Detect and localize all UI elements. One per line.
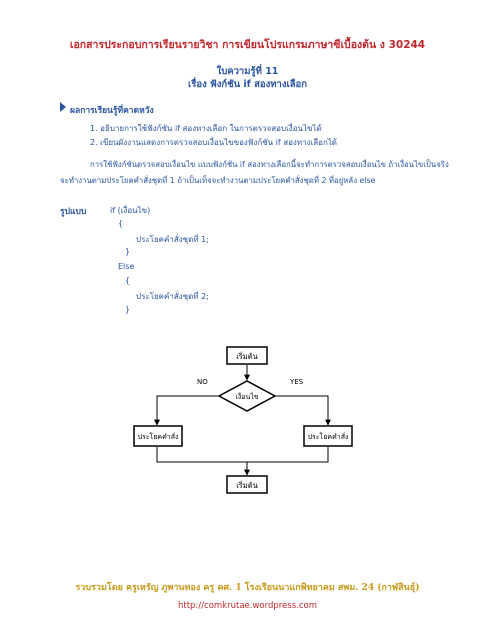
flowchart-end-label: เริ่มต้น [236,480,258,490]
objective-item-2: 2. เขียนผังงานแสดงการตรวจสอบเงื่อนไขของฟ… [90,138,337,147]
flowchart-end-node [226,475,268,494]
code-line-open-brace-1: { [118,219,124,228]
arrow-condition-yes [275,395,331,426]
footer-url-link[interactable]: http://comkrutae.wordpress.com [177,601,317,611]
objectives-heading: ผลการเรียนรู้ที่คาดหวัง [70,106,154,116]
flowchart-right-process-label: ประโยคคำสั่ง [308,432,349,441]
flowchart-yes-label: YES [289,378,304,386]
flowchart-right-process-node [303,425,353,447]
footer-credit: รวบรวมโดย ครูเหรัญ ภูพานทอง ครู คศ. 1 โร… [75,583,420,593]
code-line-statement-1: ประโยคคำสั่งชุดที่ 1; [136,235,209,244]
flowchart-no-label: NO [197,378,208,386]
arrow-condition-no [154,395,219,426]
flowchart-decision-node [217,380,277,412]
flowchart-left-process-node [133,425,183,447]
code-line-if: if (เงื่อนไข) [110,206,151,215]
document-header-title: เอกสารประกอบการเรียนรายวิชา การเขียนโปรแ… [69,39,426,51]
flowchart-start-node [226,346,268,365]
flowchart-decision-label: เงื่อนไข [235,392,258,401]
code-line-else: Else [118,262,135,271]
objective-item-1: 1. อธิบายการใช้ฟังก์ชัน if สองทางเลือก ใ… [90,124,322,133]
sheet-topic: เรื่อง ฟังก์ชัน if สองทางเลือก [188,79,307,90]
flowchart-left-process-label: ประโยคคำสั่ง [138,432,179,441]
flowchart-start-label: เริ่มต้น [236,351,258,361]
arrow-right-to-end [247,447,329,463]
syntax-label: รูปแบบ [60,207,87,217]
bullet-arrow-icon [60,102,66,112]
description-paragraph: การใช้ฟังก์ชันตรวจสอบเงื่อนไข แบบฟังก์ชั… [60,160,449,185]
arrow-left-to-end [156,447,250,476]
sheet-number: ใบความรู้ที่ 11 [216,66,279,77]
code-line-open-brace-2: { [125,276,131,285]
code-line-statement-2: ประโยคคำสั่งชุดที่ 2; [136,292,209,301]
code-line-close-brace-1: } [125,247,131,256]
code-line-close-brace-2: } [125,305,131,314]
